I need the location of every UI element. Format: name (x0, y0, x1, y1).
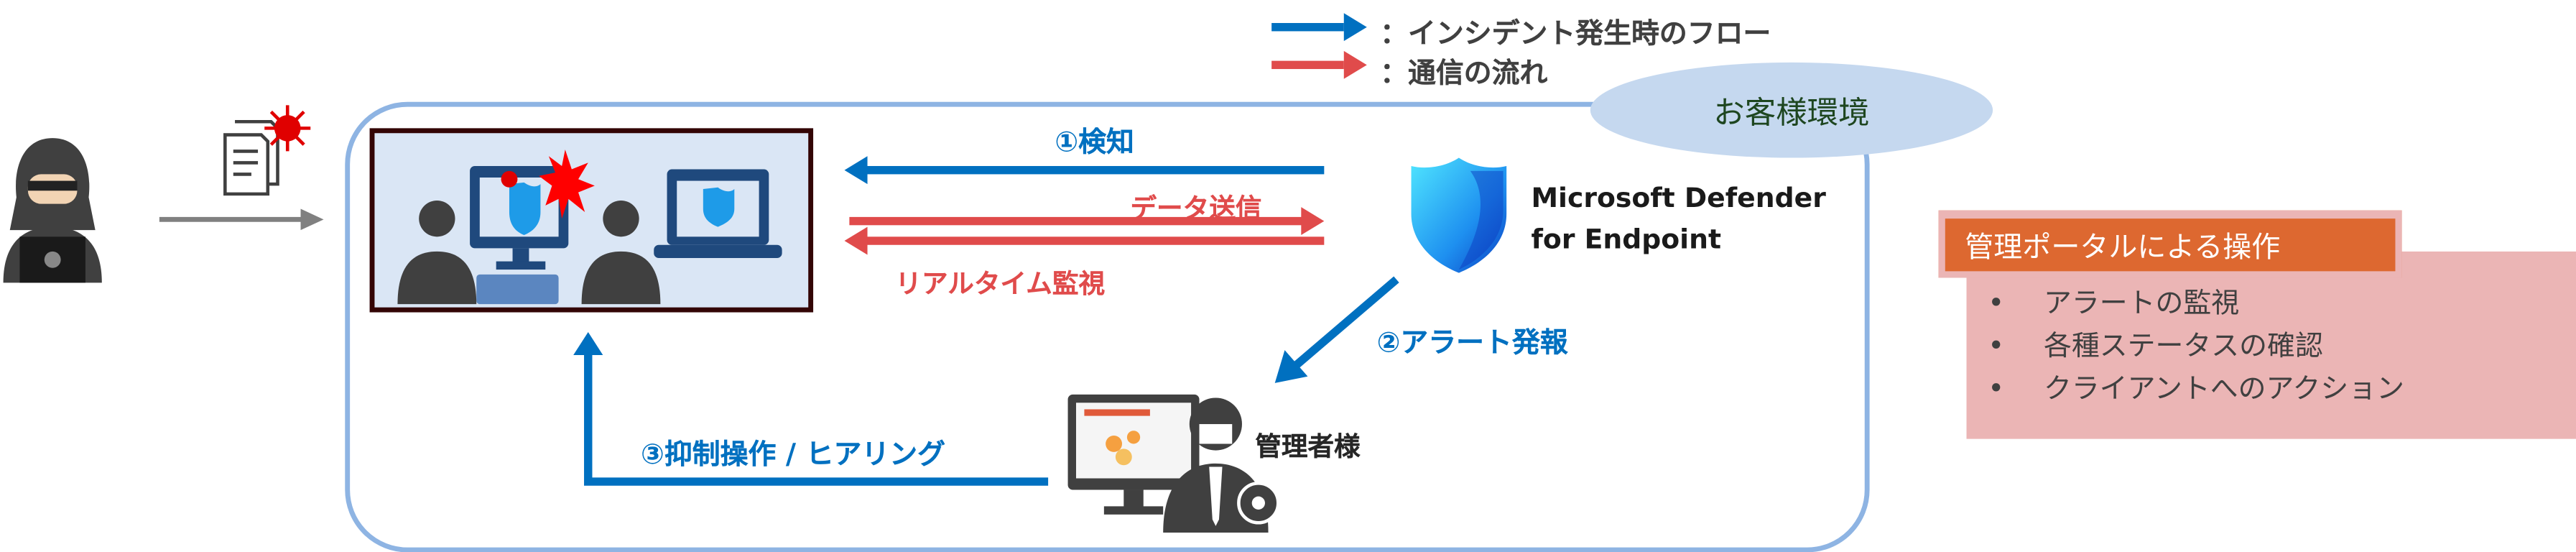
user-icon (581, 201, 661, 305)
virus-icon (264, 105, 311, 152)
infected-document-icon (223, 105, 311, 196)
user-icon (397, 201, 477, 305)
defender-product-name: Microsoft Defender for Endpoint (1531, 178, 1825, 259)
data-send-arrow (849, 207, 1325, 236)
legend-incident-flow: ：インシデント発生時のフロー (1380, 18, 1771, 51)
list-item: •クライアントへのアクション (1988, 373, 2404, 406)
attack-arrow (159, 208, 324, 231)
alert-burst-icon (539, 150, 595, 219)
legend-red-arrow (1271, 50, 1367, 79)
administrator-label: 管理者様 (1255, 431, 1361, 462)
detect-label: ①検知 (1055, 126, 1134, 160)
laptop-icon (654, 169, 782, 259)
alert-label: ②アラート発報 (1376, 327, 1568, 360)
portal-operations-panel (1966, 251, 2576, 439)
realtime-monitor-label: リアルタイム監視 (895, 267, 1106, 300)
list-item: •各種ステータスの確認 (1988, 330, 2323, 364)
legend-blue-arrow (1271, 13, 1367, 42)
detect-arrow (844, 156, 1325, 185)
alert-arrow (1274, 276, 1399, 383)
defender-shield-icon (509, 182, 541, 236)
defender-name-line1: Microsoft Defender (1531, 182, 1826, 214)
client-endpoints-panel (369, 128, 814, 313)
customer-environment-label: お客様環境 (1590, 62, 1993, 158)
legend-arrows (1271, 13, 1367, 79)
suppress-label: ③抑制操作 / ヒアリング (640, 438, 946, 472)
center-arrows (844, 156, 1325, 255)
virus-icon (501, 170, 518, 188)
realtime-monitor-arrow (844, 226, 1325, 255)
portal-operations-list: •アラートの監視 •各種ステータスの確認 •クライアントへのアクション (1988, 282, 2404, 410)
microsoft-defender-logo (1411, 157, 1507, 273)
administrator-icon (1067, 394, 1280, 533)
legend-communication-flow: ：通信の流れ (1380, 58, 1548, 91)
client-users-illustration (397, 150, 782, 305)
portal-operations-title: 管理ポータルによる操作 (1938, 210, 2402, 278)
defender-name-line2: for Endpoint (1531, 224, 1722, 255)
list-item: •アラートの監視 (1988, 288, 2240, 321)
suppress-arrow (573, 331, 1049, 486)
data-send-label: データ送信 (1130, 192, 1262, 224)
attacker-icon (3, 138, 102, 283)
